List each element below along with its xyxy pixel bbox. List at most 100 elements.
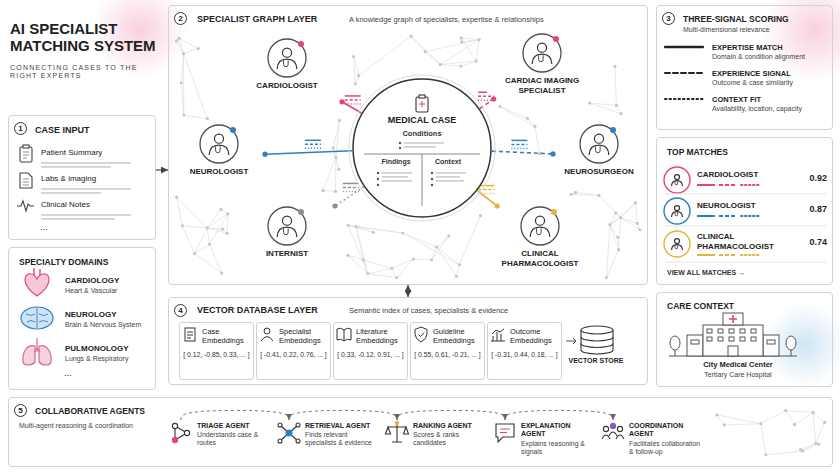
node-text: Labs & imaging	[41, 174, 151, 184]
specialist-node-art	[173, 124, 265, 188]
signal-marks-line	[343, 191, 359, 193]
network-dot	[410, 35, 413, 38]
network-line	[761, 411, 786, 424]
network-dot	[614, 211, 617, 214]
node-text: [ -0.41, 0.22, 0.76, ... ]	[260, 351, 327, 359]
node-heading: CARDIAC IMAGING SPECIALIST	[487, 76, 597, 95]
network-line	[177, 197, 208, 228]
agent-icon-path	[609, 432, 617, 436]
network-line	[184, 54, 208, 119]
agent-icon-path	[496, 424, 514, 442]
signal-marks	[697, 185, 759, 186]
network-dot	[390, 267, 393, 270]
step-badge: 3	[662, 12, 675, 25]
doctor-icon-circle	[282, 216, 291, 225]
network-line	[590, 103, 621, 114]
doctor-icon	[268, 39, 306, 77]
node-text: Heart & Vascular	[65, 287, 153, 295]
signal-marks	[697, 216, 759, 217]
doctor-icon-circle	[214, 134, 223, 143]
network-line	[437, 247, 460, 265]
specialist-node: CARDIOLOGIST	[232, 38, 342, 102]
network-dot	[175, 196, 178, 199]
agent-icon-circle	[395, 421, 398, 424]
doctor-icon-circle	[535, 216, 544, 225]
embedding-box: Literature Embeddings[ 0.33, -0.12, 0.91…	[333, 322, 408, 380]
network-dot	[193, 252, 196, 255]
connector	[156, 169, 168, 170]
network-line	[207, 228, 209, 244]
network-line	[610, 218, 621, 225]
network-line	[616, 213, 621, 218]
network-dot	[793, 423, 796, 426]
node-heading: VECTOR DATABASE LAYER	[197, 305, 347, 316]
heart-icon	[34, 268, 40, 275]
node-heading: Specialist Embeddings	[279, 327, 329, 345]
network-line	[195, 228, 208, 254]
signal-marks-line	[478, 99, 494, 101]
network-dot	[226, 212, 229, 215]
case-icon-rect	[419, 95, 425, 98]
network-line	[333, 148, 336, 158]
input-icons-path	[23, 152, 29, 158]
hospital-illustration-rect	[728, 346, 738, 356]
network-line	[766, 451, 803, 455]
connector	[265, 151, 352, 154]
embedding-icon	[337, 328, 351, 341]
network-line	[461, 38, 479, 40]
node-heading: Literature Embeddings	[356, 327, 406, 345]
network-dot	[354, 82, 357, 85]
network-line	[615, 66, 617, 105]
embedding-box: Outcome Embeddings[ -0.31, 0.44, 0.18, .…	[487, 322, 562, 380]
node-heading: INTERNIST	[232, 249, 342, 259]
network-line	[813, 412, 825, 422]
network-line	[786, 411, 813, 413]
node-heading: NEUROLOGIST	[173, 167, 265, 177]
network-line	[210, 214, 228, 244]
network-line	[179, 38, 184, 53]
node-text: Brain & Nervous System	[65, 321, 153, 329]
network-line	[207, 214, 228, 228]
legend-text: CONTEXT FIT	[712, 95, 761, 104]
input-icons	[17, 145, 34, 211]
hospital-illustration-rect	[691, 340, 699, 344]
network-dot	[430, 258, 433, 261]
subtitle: CONNECTING CASES TO THE RIGHT EXPERTS	[10, 64, 162, 81]
node-text: 0.92	[785, 173, 827, 184]
text-bar	[436, 176, 460, 178]
case-circle	[353, 79, 491, 217]
signal-marks-line	[511, 148, 527, 150]
signal-marks-line	[345, 99, 361, 101]
legend-sample	[664, 68, 704, 78]
signal-marks-line	[478, 95, 494, 97]
connector-dot	[491, 96, 496, 101]
node-heading: COLLABORATIVE AGENTS	[35, 406, 165, 416]
specialist-node: INTERNIST	[232, 206, 342, 270]
network-line	[184, 49, 199, 54]
node-text: Tertiary Care Hospital	[667, 371, 809, 379]
match-ring	[664, 167, 690, 193]
embedding-icon-rect	[185, 328, 195, 341]
specialist-node: NEUROLOGIST	[173, 124, 265, 188]
match-ring	[664, 231, 690, 257]
text-bar	[41, 188, 131, 190]
input-icons-path	[17, 201, 34, 211]
network-dot	[401, 231, 404, 234]
node-text: Patient Summary	[41, 148, 151, 158]
node-text: [ 0.12, -0.85, 0.33, ... ]	[183, 351, 250, 359]
doctor-icon-path	[284, 60, 289, 66]
node-text: Explains reasoning & signals	[521, 440, 596, 456]
text-bar	[404, 142, 444, 144]
network-line	[456, 265, 459, 276]
network-line	[368, 268, 392, 273]
node-text: Findings	[372, 158, 420, 166]
network-line	[356, 227, 403, 233]
network-dot	[372, 231, 375, 234]
network-line	[368, 274, 397, 278]
agent-icon	[496, 424, 514, 442]
network-dot	[352, 55, 355, 58]
signal-marks-line	[719, 215, 737, 217]
doctor-icon-circle	[594, 134, 603, 143]
node-text: CLINICAL PHARMACOLOGIST	[697, 232, 779, 251]
network-dot	[619, 216, 622, 219]
